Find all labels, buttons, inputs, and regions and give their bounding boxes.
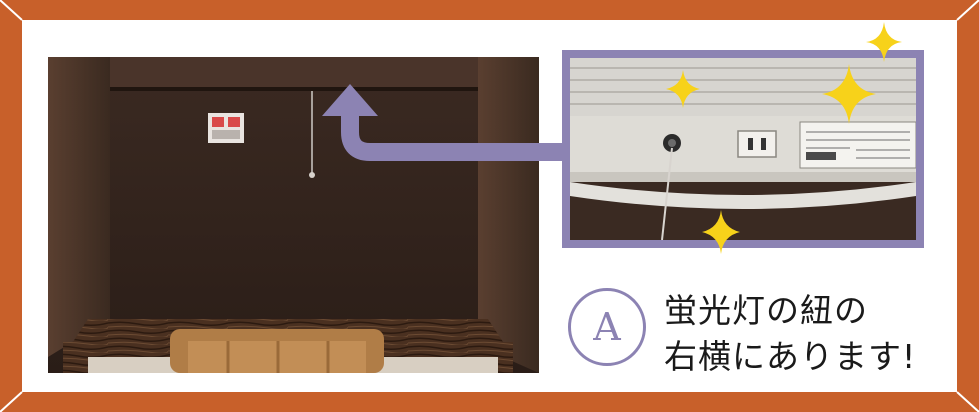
desk-photo-illustration <box>48 57 539 373</box>
sparkle-icon <box>866 22 902 62</box>
zoom-inset <box>562 50 924 248</box>
sparkle-icon <box>702 210 740 254</box>
caption-line-1: 蛍光灯の紐の <box>664 291 868 330</box>
sparkle-icon <box>666 70 700 108</box>
caption-line-2: 右横にあります! <box>664 337 917 376</box>
desk-photo <box>48 57 539 373</box>
answer-badge: A <box>568 288 646 366</box>
answer-caption: A 蛍光灯の紐の 右横にあります! <box>568 266 948 386</box>
sparkle-icon <box>822 64 876 124</box>
